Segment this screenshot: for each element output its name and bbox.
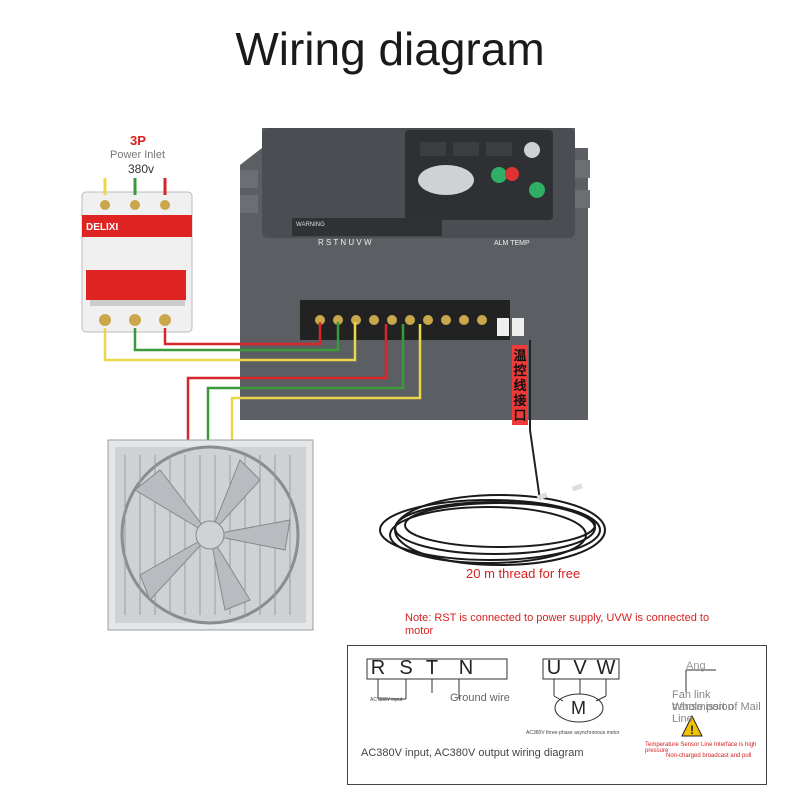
breaker-brand: DELIXI xyxy=(86,222,118,233)
alm-temp-label: ALM TEMP xyxy=(494,240,530,247)
motor-symbol: M xyxy=(571,698,586,718)
terminal-n: N xyxy=(458,657,474,679)
svg-text:!: ! xyxy=(690,723,694,737)
terminal-r: R xyxy=(370,657,386,679)
terminal-v: V xyxy=(573,657,587,679)
ground-wire-label: Ground wire xyxy=(450,692,510,704)
fan-link-label: Fan link transmission xyxy=(672,689,734,713)
sensor-cable-coil xyxy=(379,494,606,566)
temp-sensor-note: Temperature Sensor Line Interface is hig… xyxy=(645,742,757,754)
terminal-t: T xyxy=(425,657,439,679)
controller-unit: WARNING R S T N U V W ALM TEMP xyxy=(240,128,590,425)
input-caption: AC 380V input xyxy=(370,697,403,703)
terminal-u: U xyxy=(546,657,562,679)
voltage-label: 380v xyxy=(128,162,155,176)
rst-note: Note: RST is connected to power supply, … xyxy=(405,612,710,637)
ang-label: Ang xyxy=(686,660,706,672)
terminal-s: S xyxy=(399,657,413,679)
page-title: Wiring diagram xyxy=(235,23,545,75)
non-charged-note: Non-charged broadcast and pull xyxy=(666,753,752,759)
breaker-3p-label: 3P xyxy=(130,133,146,148)
warning-label: WARNING xyxy=(296,222,325,228)
wiring-diagram-box: ! R S T N U V W AC 380V input Ground wir… xyxy=(347,645,767,785)
circuit-breaker: DELIXI xyxy=(81,191,193,333)
diagram-footer: AC380V input, AC380V output wiring diagr… xyxy=(361,747,584,759)
terminal-w: W xyxy=(596,657,616,679)
cable-free-note: 20 m thread for free xyxy=(466,566,581,581)
exhaust-fan xyxy=(107,439,314,631)
motor-caption: AC380V three-phase asynchronous motor xyxy=(526,730,620,736)
whole-port-label: Whole port of Mail Line xyxy=(672,701,761,725)
temp-interface-label: 温控线接口 xyxy=(513,348,527,423)
terminal-letters: R S T N U V W xyxy=(318,238,372,247)
power-inlet-label: Power Inlet xyxy=(110,149,166,161)
